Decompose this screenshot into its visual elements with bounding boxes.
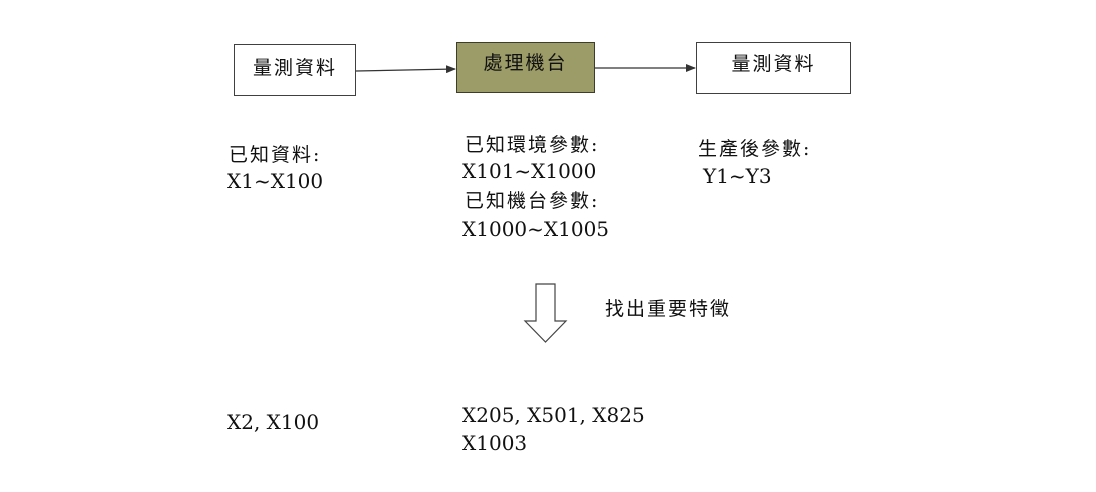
outputs-range: Y1~Y3 — [703, 164, 772, 188]
processing-machine-box: 處理機台 — [456, 42, 595, 93]
output-measurement-label: 量測資料 — [731, 53, 816, 75]
result-inputs: X2, X100 — [227, 410, 320, 434]
machine-params-label: 已知機台參數: — [465, 190, 600, 212]
env-params-range: X101~X1000 — [462, 159, 597, 183]
env-params-label: 已知環境參數: — [465, 134, 600, 156]
input-measurement-box: 量測資料 — [234, 44, 356, 96]
find-features-label: 找出重要特徵 — [605, 298, 732, 320]
result-process-line1: X205, X501, X825 — [462, 403, 645, 427]
outputs-label: 生產後參數: — [698, 138, 812, 160]
input-measurement-label: 量測資料 — [252, 57, 337, 79]
input-to-process-arrow — [355, 65, 456, 74]
inputs-known-label: 已知資料: — [229, 144, 322, 166]
result-process-line2: X1003 — [462, 431, 528, 455]
output-measurement-box: 量測資料 — [696, 42, 851, 94]
machine-params-range: X1000~X1005 — [462, 217, 610, 241]
processing-machine-label: 處理機台 — [483, 52, 568, 74]
inputs-range: X1~X100 — [227, 169, 324, 193]
down-block-arrow — [523, 283, 568, 343]
